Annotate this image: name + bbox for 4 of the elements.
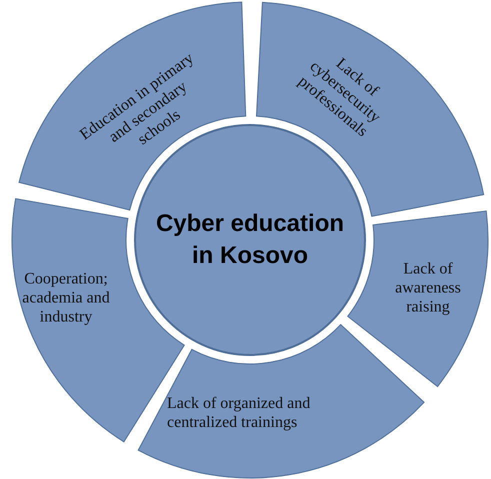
segment-label: Lack of awareness raising bbox=[394, 260, 462, 316]
segment-label: Cooperation; academia and industry bbox=[21, 270, 111, 326]
center-title: Cyber education in Kosovo bbox=[154, 209, 346, 271]
segment-label: Lack of organized and centralized trainings bbox=[167, 394, 312, 432]
